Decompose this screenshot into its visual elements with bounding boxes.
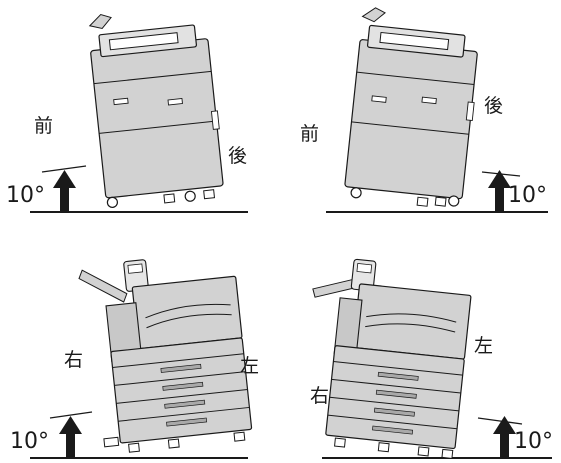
printer-body bbox=[78, 259, 253, 453]
label-rear: 後 bbox=[484, 95, 503, 117]
label-rear: 後 bbox=[228, 145, 247, 167]
angle-label: 10° bbox=[514, 429, 553, 454]
up-arrow-icon bbox=[493, 416, 516, 458]
up-arrow-icon bbox=[53, 170, 76, 212]
label-right: 右 bbox=[64, 349, 83, 371]
label-front: 前 bbox=[300, 123, 319, 145]
printer-body bbox=[312, 258, 472, 459]
tilt-reference-line bbox=[49, 411, 93, 419]
panel-left-raised: 右 左 10° bbox=[310, 258, 553, 459]
tilt-reference-line bbox=[477, 417, 523, 425]
printer-body bbox=[88, 14, 224, 208]
label-right: 右 bbox=[310, 385, 329, 407]
label-left: 左 bbox=[240, 355, 259, 377]
angle-label: 10° bbox=[6, 183, 45, 208]
up-arrow-icon bbox=[59, 416, 82, 458]
panel-front-raised: 前 後 10° bbox=[6, 14, 248, 213]
tilt-reference-line bbox=[41, 165, 87, 173]
panel-rear-raised: 前 後 10° bbox=[300, 7, 548, 213]
angle-label: 10° bbox=[508, 183, 547, 208]
label-front: 前 bbox=[34, 115, 53, 137]
up-arrow-icon bbox=[488, 170, 511, 212]
printer-body bbox=[344, 7, 478, 207]
angle-label: 10° bbox=[10, 429, 49, 454]
panel-right-raised: 右 左 10° bbox=[10, 259, 259, 459]
label-left: 左 bbox=[474, 335, 493, 357]
